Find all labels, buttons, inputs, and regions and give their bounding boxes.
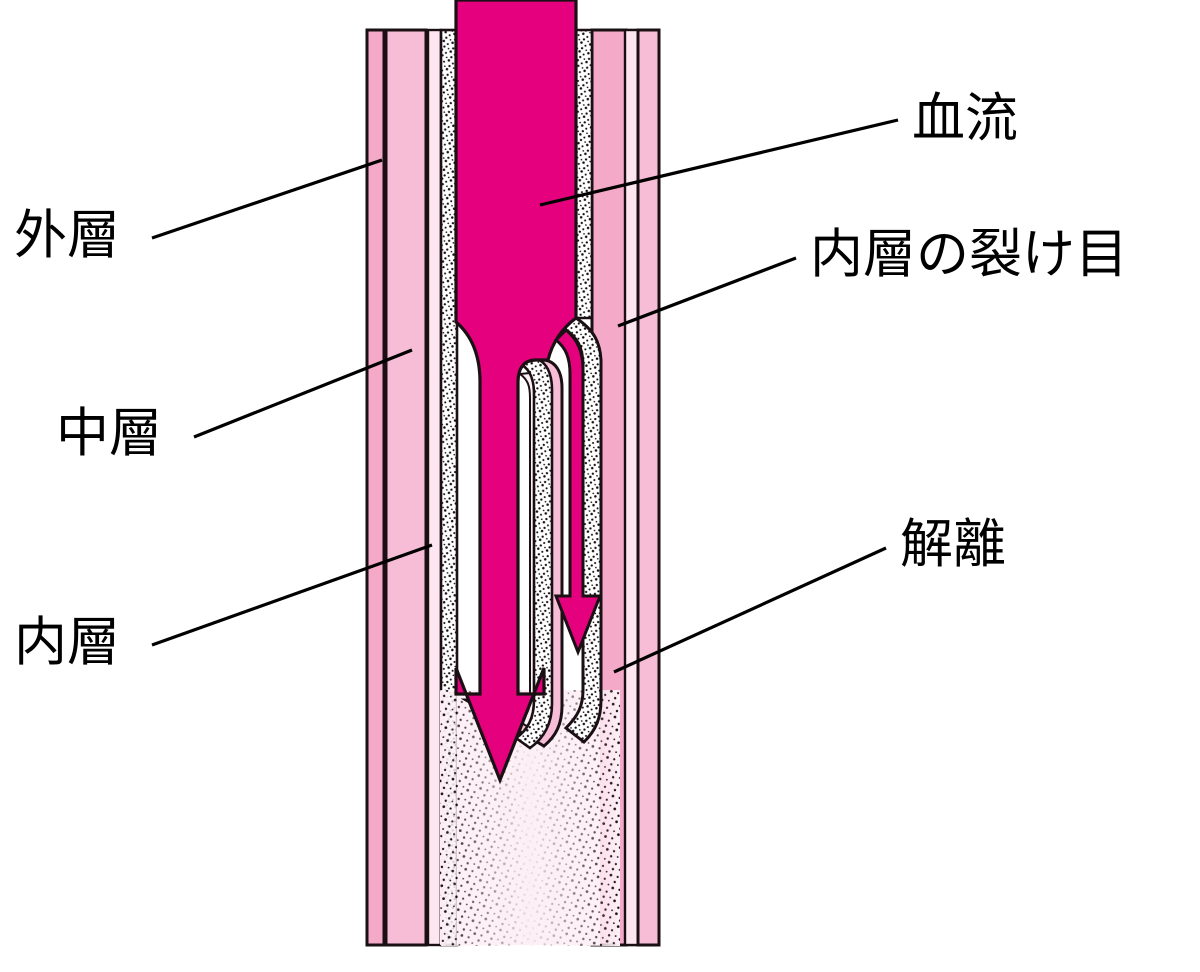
right-inner-layer-upper	[574, 28, 594, 320]
leader-line-inner-layer	[151, 543, 433, 647]
label-text-middle-layer: 中層	[56, 403, 162, 464]
leader-line-outer-layer	[151, 158, 383, 240]
right-middle-layer-front	[636, 28, 661, 947]
label-outer-layer: 外層	[14, 158, 383, 266]
label-middle-layer: 中層	[56, 348, 413, 464]
leader-line-middle-layer	[193, 348, 413, 439]
leader-line-blood-flow	[539, 118, 899, 207]
left-outer-layer	[365, 28, 386, 947]
blood-flow-graphic	[454, 0, 603, 785]
leader-line-dissection	[613, 546, 887, 674]
label-text-intimal-tear: 内層の裂け目	[810, 224, 1128, 285]
leader-line-intimal-tear	[617, 256, 797, 328]
label-text-blood-flow: 血流	[912, 88, 1018, 149]
false-lumen-blood-arrow	[553, 327, 603, 657]
label-inner-layer: 内層	[14, 543, 433, 673]
label-group: 外層 中層 内層 血流 内層の裂け目 解離	[14, 88, 1128, 674]
label-text-inner-layer: 内層	[14, 612, 120, 673]
label-text-dissection: 解離	[900, 514, 1006, 575]
label-dissection: 解離	[613, 514, 1006, 674]
left-pale-band	[426, 28, 443, 947]
label-text-outer-layer: 外層	[14, 205, 120, 266]
label-intimal-tear: 内層の裂け目	[617, 224, 1128, 328]
label-blood-flow: 血流	[539, 88, 1018, 207]
left-wall	[365, 28, 459, 947]
left-middle-layer	[384, 28, 428, 947]
